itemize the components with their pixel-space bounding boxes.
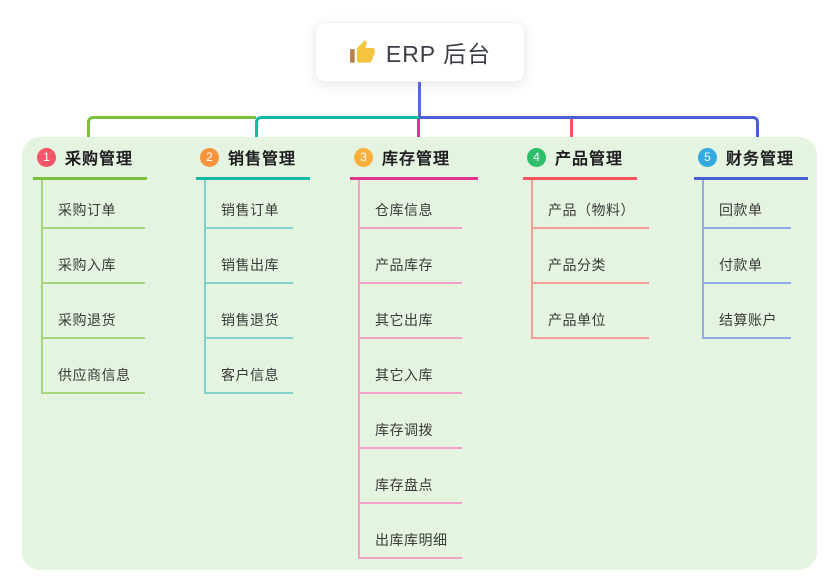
child-node[interactable]: 付款单 — [704, 229, 791, 284]
branch-children: 采购订单 采购入库 采购退货 供应商信息 — [41, 180, 145, 394]
child-node[interactable]: 销售订单 — [206, 180, 293, 229]
branch-number-badge: 2 — [200, 147, 219, 167]
child-node[interactable]: 采购订单 — [43, 180, 145, 229]
branch-number-badge: 5 — [698, 147, 717, 167]
branch-children: 回款单 付款单 结算账户 — [702, 180, 791, 339]
child-node[interactable]: 产品单位 — [533, 284, 649, 339]
branch-sales: 2 销售管理 销售订单 销售出库 销售退货 客户信息 — [196, 137, 310, 394]
branch-product: 4 产品管理 产品（物料） 产品分类 产品单位 — [523, 137, 649, 339]
branch-children: 产品（物料） 产品分类 产品单位 — [531, 180, 649, 339]
branch-header-finance[interactable]: 5 财务管理 — [694, 137, 808, 180]
branch-label: 产品管理 — [555, 151, 624, 168]
connector-branch-3 — [417, 119, 420, 140]
branch-label: 销售管理 — [228, 151, 297, 168]
child-node[interactable]: 库存盘点 — [360, 449, 462, 504]
root-node[interactable]: ERP 后台 — [315, 22, 525, 82]
child-node[interactable]: 产品分类 — [533, 229, 649, 284]
child-node[interactable]: 库存调拨 — [360, 394, 462, 449]
root-stem-line — [418, 82, 421, 117]
child-node[interactable]: 销售出库 — [206, 229, 293, 284]
child-node[interactable]: 供应商信息 — [43, 339, 145, 394]
child-node[interactable]: 其它出库 — [360, 284, 462, 339]
child-node[interactable]: 采购入库 — [43, 229, 145, 284]
branch-header-procurement[interactable]: 1 采购管理 — [33, 137, 147, 180]
connector-branch-4 — [570, 119, 573, 140]
branch-finance: 5 财务管理 回款单 付款单 结算账户 — [694, 137, 808, 339]
branch-label: 采购管理 — [65, 151, 134, 168]
branch-number-badge: 4 — [527, 147, 546, 167]
branch-number-badge: 3 — [354, 147, 373, 167]
root-node-label: ERP 后台 — [385, 41, 492, 67]
child-node[interactable]: 客户信息 — [206, 339, 293, 394]
branch-header-sales[interactable]: 2 销售管理 — [196, 137, 310, 180]
branch-label: 财务管理 — [726, 151, 795, 168]
child-node[interactable]: 采购退货 — [43, 284, 145, 339]
branch-header-product[interactable]: 4 产品管理 — [523, 137, 637, 180]
child-node[interactable]: 出库库明细 — [360, 504, 462, 559]
branches-panel: 1 采购管理 采购订单 采购入库 采购退货 供应商信息 2 销售管理 销售订单 … — [22, 137, 817, 570]
child-node[interactable]: 仓库信息 — [360, 180, 462, 229]
child-node[interactable]: 销售退货 — [206, 284, 293, 339]
branch-children: 销售订单 销售出库 销售退货 客户信息 — [204, 180, 293, 394]
branch-procurement: 1 采购管理 采购订单 采购入库 采购退货 供应商信息 — [33, 137, 147, 394]
branch-number-badge: 1 — [37, 147, 56, 167]
connector-branch-5 — [419, 116, 759, 140]
branch-inventory: 3 库存管理 仓库信息 产品库存 其它出库 其它入库 库存调拨 库存盘点 出库库… — [350, 137, 478, 559]
child-node[interactable]: 结算账户 — [704, 284, 791, 339]
child-node[interactable]: 产品库存 — [360, 229, 462, 284]
branch-label: 库存管理 — [382, 151, 451, 168]
thumbs-up-icon — [349, 39, 376, 66]
branch-header-inventory[interactable]: 3 库存管理 — [350, 137, 478, 180]
connector-branch-1 — [87, 116, 256, 140]
child-node[interactable]: 回款单 — [704, 180, 791, 229]
child-node[interactable]: 其它入库 — [360, 339, 462, 394]
child-node[interactable]: 产品（物料） — [533, 180, 649, 229]
connector-branch-2 — [255, 116, 420, 140]
branch-children: 仓库信息 产品库存 其它出库 其它入库 库存调拨 库存盘点 出库库明细 — [358, 180, 462, 559]
